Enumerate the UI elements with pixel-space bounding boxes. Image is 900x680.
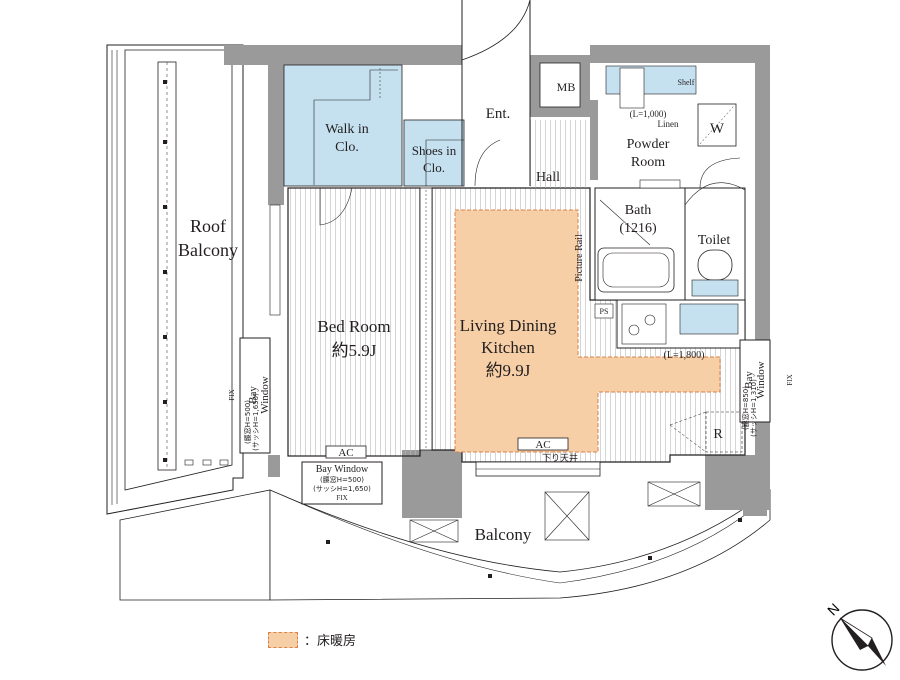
legend: ：床暖房 [268, 630, 356, 649]
toilet-room [684, 182, 746, 301]
bath-label-2: (1216) [619, 221, 657, 236]
walk-in-label-1: Walk in [325, 122, 369, 137]
bed-room-label-2: 約5.9J [332, 341, 377, 360]
bay-window-bottom-label: Bay Window [316, 464, 369, 475]
linen-label: Linen [658, 119, 679, 129]
refrigerator [669, 411, 743, 453]
picture-rail-label: Picture Rail [574, 234, 585, 282]
bath-room [594, 179, 686, 301]
balcony [119, 489, 771, 601]
balcony-sliding-door [475, 461, 601, 477]
bay-window-right [739, 339, 771, 423]
bay-window-left-spec-1: (腰窓H=500) [243, 400, 252, 444]
entrance-door [461, 0, 531, 187]
walk-in-label-2: Clo. [335, 140, 359, 155]
bath-label-1: Bath [625, 203, 651, 218]
balcony-label: Balcony [475, 525, 532, 544]
mb-label: MB [557, 80, 576, 94]
toilet-label: Toilet [698, 233, 731, 248]
roof-balcony-label-1: Roof [190, 216, 226, 236]
outdoor-units [409, 481, 701, 543]
counter-length-label: (L=1,800) [664, 350, 705, 361]
mb-closet [539, 62, 581, 108]
ac-unit-ldk [517, 437, 569, 451]
ldk-label-3: 約9.9J [486, 361, 531, 380]
bay-window-right-spec-2: (サッシH=1,310) [750, 379, 758, 437]
bay-window-left-label-2: Window [259, 376, 271, 413]
kitchen-counter [594, 299, 746, 349]
bay-window-right-spec-1: (腰窓H=850) [741, 386, 750, 430]
shoes-in-closet [403, 119, 465, 187]
fix-right-label: FIX [786, 374, 794, 385]
refrigerator-label: R [713, 427, 723, 442]
bay-window-right-label-1: Bay [743, 371, 755, 389]
hall-label: Hall [536, 170, 560, 185]
legend-label: ：床暖房 [304, 634, 357, 649]
bay-window-left [239, 204, 281, 454]
compass-label: N [824, 600, 842, 618]
roof-balcony [106, 44, 244, 515]
bed-room-door [319, 187, 353, 226]
walk-in-closet [283, 64, 403, 187]
floor-heating-area [454, 209, 721, 453]
roof-balcony-label-2: Balcony [178, 240, 238, 260]
powder-room-label-2: Room [631, 155, 665, 170]
bay-window-bottom [301, 461, 383, 505]
hall-floor [526, 120, 590, 188]
bay-window-left-spec-2: (サッシH=1,650) [252, 393, 260, 451]
ac-unit-bed [325, 445, 367, 459]
bay-window-bottom-spec-2: (サッシH=1,650) [313, 485, 371, 493]
bay-window-right-label-2: Window [755, 361, 767, 398]
shelf-label: Shelf [678, 78, 695, 87]
fix-left-label: FIX [228, 389, 236, 400]
ps-label: PS [600, 307, 609, 316]
bed-room-label-1: Bed Room [317, 317, 390, 336]
bay-window-bottom-spec-1: (腰窓H=500) [320, 475, 364, 484]
ac-ldk-label: AC [535, 439, 550, 451]
bed-room-floor [287, 187, 421, 457]
north-arrow-icon: N [824, 600, 893, 671]
floor-heating-swatch [268, 631, 298, 648]
fix-bottom-label: FIX [336, 494, 347, 502]
ldk-label-1: Living Dining [460, 316, 557, 335]
shoes-in-label-1: Shoes in [412, 143, 457, 158]
ceiling-drop-label: 下り天井 [542, 452, 578, 464]
ldk-label-2: Kitchen [481, 338, 535, 357]
ac-bed-label: AC [338, 447, 353, 459]
entrance-label: Ent. [486, 106, 511, 122]
washer-label: W [710, 121, 725, 137]
linen-length-label: (L=1,000) [630, 109, 667, 119]
bay-window-left-label-1: Bay [247, 386, 259, 404]
powder-room-fixtures [605, 65, 741, 189]
shoes-in-label-2: Clo. [423, 160, 445, 175]
powder-room-label-1: Powder [627, 137, 670, 152]
